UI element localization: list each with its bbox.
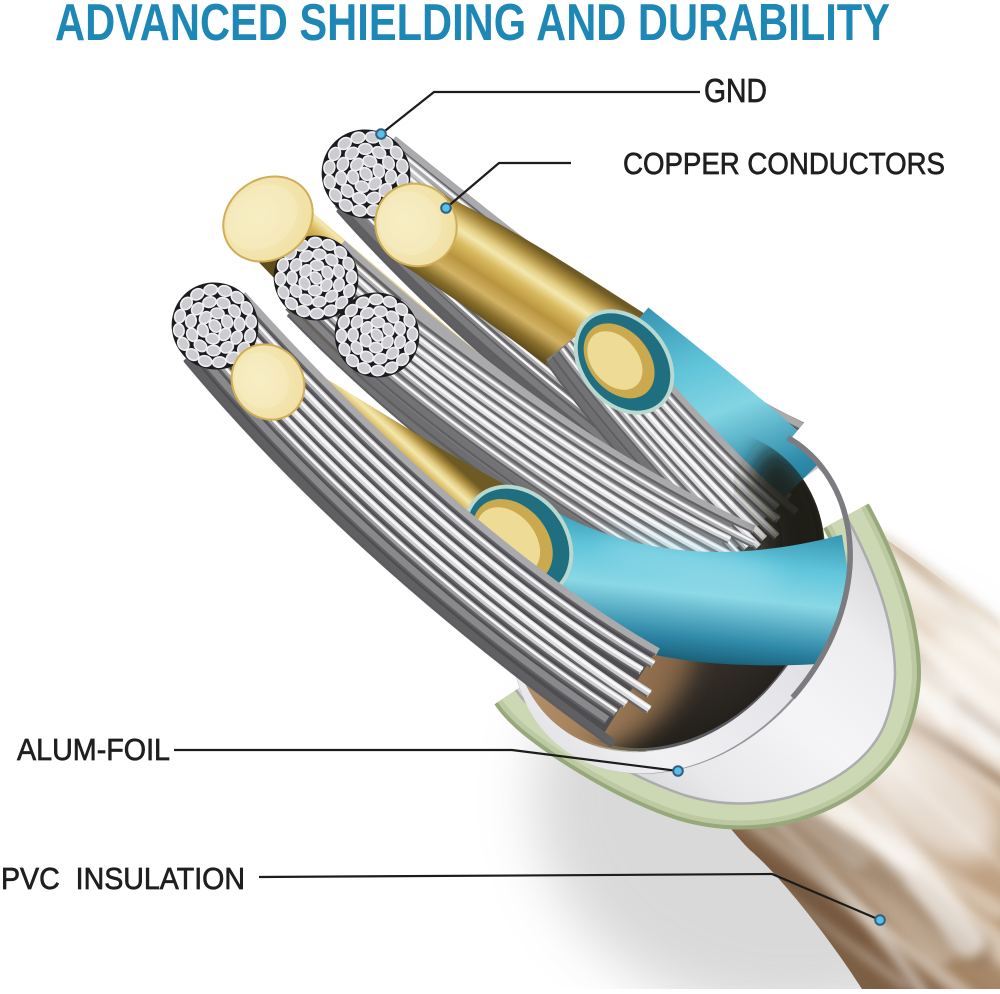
svg-text:GND: GND [704, 72, 767, 109]
svg-text:COPPER CONDUCTORS: COPPER CONDUCTORS [623, 146, 945, 181]
svg-text:ALUM-FOIL: ALUM-FOIL [17, 732, 170, 767]
svg-text:ADVANCED SHIELDING AND DURABIL: ADVANCED SHIELDING AND DURABILITY [55, 0, 890, 52]
svg-text:PVC INSULATION: PVC INSULATION [1, 861, 245, 896]
